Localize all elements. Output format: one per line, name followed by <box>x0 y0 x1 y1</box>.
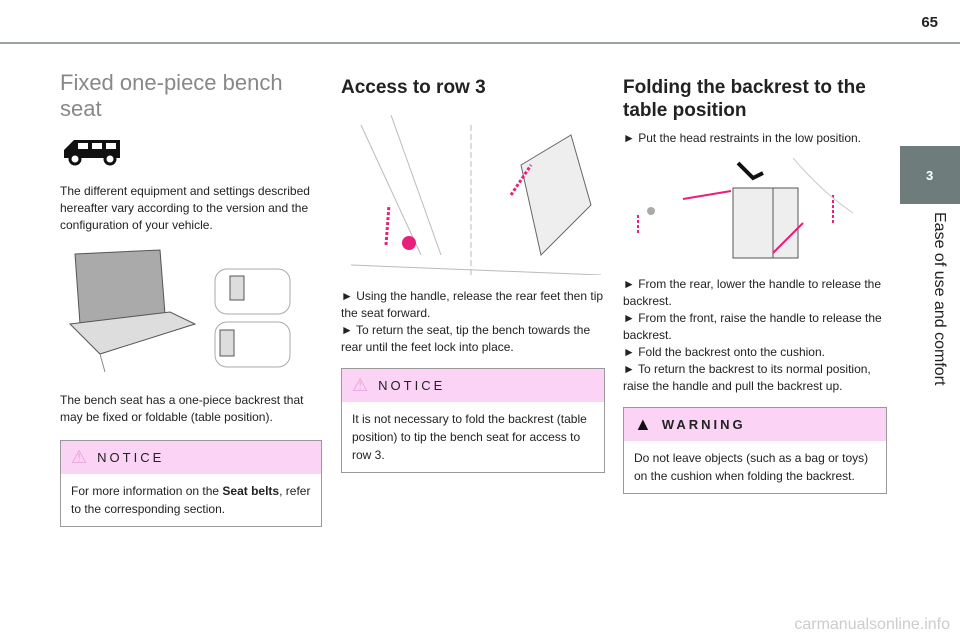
chapter-tab[interactable]: 3 <box>900 146 960 204</box>
section-title: Folding the backrest to the table positi… <box>623 77 866 121</box>
notice-text: It is not necessary to fold the backrest… <box>352 412 587 462</box>
bench-seat-illustration <box>60 244 322 374</box>
notice-label: NOTICE <box>378 378 446 393</box>
notice-triangle-icon: ⚠ <box>352 375 369 395</box>
watermark: carmanualsonline.info <box>794 616 950 633</box>
header-divider <box>0 42 960 44</box>
column-folding-backrest: Folding the backrest to the table positi… <box>623 76 887 494</box>
seat-belts-link[interactable]: Seat belts <box>222 484 280 498</box>
step-head-restraints: ► Put the head restraints in the low pos… <box>623 131 862 145</box>
step-4: ► To return the backrest to its normal p… <box>623 362 871 393</box>
intro-text: The different equipment and settings des… <box>60 184 310 232</box>
warning-text: Do not leave objects (such as a bag or t… <box>634 451 869 483</box>
notice-triangle-icon: ⚠ <box>71 447 88 467</box>
warning-triangle-icon: ▲ <box>634 414 652 434</box>
page-number: 65 <box>921 14 938 31</box>
section-title: Fixed one-piece bench seat <box>60 70 283 121</box>
notice-text: For more information on the <box>71 484 223 498</box>
step-2: ► From the front, raise the handle to re… <box>623 311 882 342</box>
step-3: ► Fold the backrest onto the cushion. <box>623 345 825 359</box>
notice-label: NOTICE <box>97 450 165 465</box>
warning-box: ▲ WARNING Do not leave objects (such as a… <box>623 407 887 494</box>
tip-seat-illustration <box>350 114 602 276</box>
notice-box: ⚠ NOTICE It is not necessary to fold the … <box>341 368 605 473</box>
bench-description: The bench seat has a one-piece backrest … <box>60 393 304 424</box>
step-1: ► Using the handle, release the rear fee… <box>341 289 604 320</box>
column-access-row3: Access to row 3 ► Using the handle, rele… <box>341 76 605 473</box>
warning-label: WARNING <box>661 417 746 432</box>
van-icon <box>64 140 120 166</box>
notice-box: ⚠ NOTICE For more information on the Seat… <box>60 440 322 527</box>
notice-text-end: , refer to the corresponding section. <box>71 484 311 516</box>
chapter-title-vertical: Ease of use and comfort <box>900 212 960 402</box>
vehicle-top-view <box>214 268 291 368</box>
backrest-folding-illustration <box>637 157 854 259</box>
section-title: Access to row 3 <box>341 77 486 98</box>
step-1: ► From the rear, lower the handle to rel… <box>623 277 882 308</box>
chapter-title: Ease of use and comfort <box>931 212 948 386</box>
step-2: ► To return the seat, tip the bench towa… <box>341 323 591 354</box>
column-bench-seat: Fixed one-piece bench seat The different… <box>60 70 322 527</box>
bench-seat-image <box>68 249 197 373</box>
